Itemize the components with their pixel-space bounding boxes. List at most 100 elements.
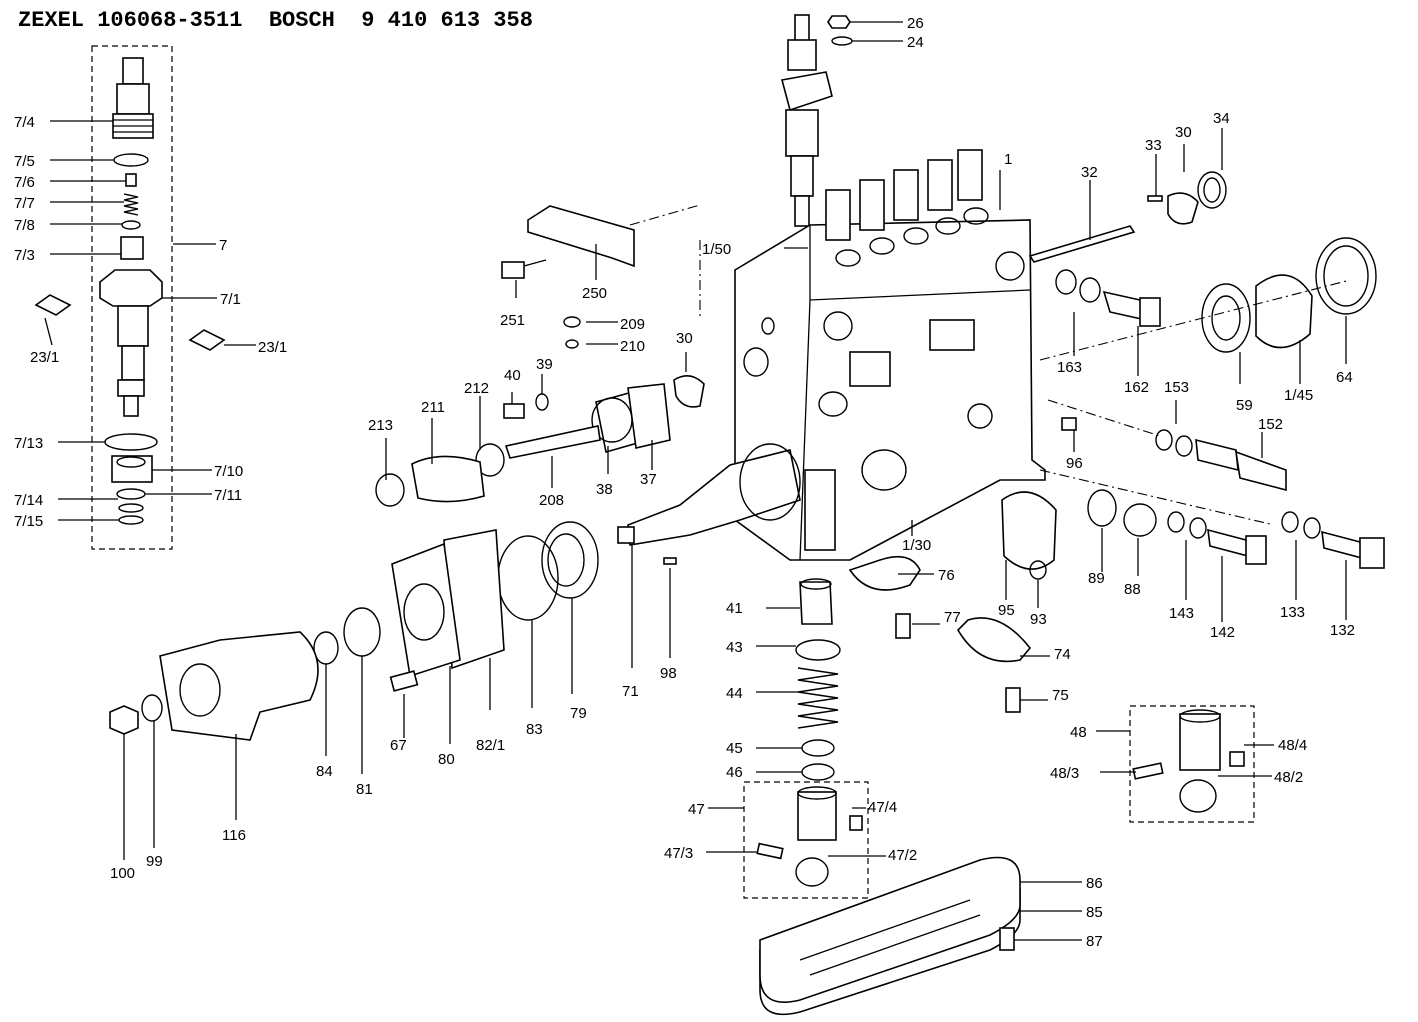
label-30-top: 30 (1175, 124, 1192, 141)
label-100: 100 (110, 865, 135, 882)
label-213: 213 (368, 417, 393, 434)
label-133: 133 (1280, 604, 1305, 621)
label-45: 45 (726, 740, 743, 757)
label-77: 77 (944, 609, 961, 626)
label-87: 87 (1086, 933, 1103, 950)
label-7-7: 7/7 (14, 195, 35, 212)
top-fitting-group (781, 14, 903, 227)
label-7-11: 7/11 (214, 487, 242, 504)
bosch-part-number: 9 410 613 358 (361, 8, 533, 33)
label-88: 88 (1124, 581, 1141, 598)
label-46: 46 (726, 764, 743, 781)
label-116: 116 (222, 827, 246, 844)
label-59: 59 (1236, 397, 1253, 414)
label-48-3: 48/3 (1050, 765, 1079, 782)
label-89: 89 (1088, 570, 1105, 587)
bottom-plates (759, 856, 1082, 1016)
camshaft (617, 443, 801, 546)
right-side-parts (629, 171, 1385, 713)
label-64: 64 (1336, 369, 1353, 386)
label-30-mid: 30 (676, 330, 693, 347)
label-7-5: 7/5 (14, 153, 35, 170)
label-81: 81 (356, 781, 373, 798)
pump-housing (734, 149, 1046, 561)
delivery-valve-group (34, 45, 256, 550)
zexel-part-number: 106068-3511 (97, 8, 243, 33)
label-7-6: 7/6 (14, 174, 35, 191)
zexel-brand: ZEXEL (18, 8, 85, 33)
label-41: 41 (726, 600, 743, 617)
label-39: 39 (536, 356, 553, 373)
label-44: 44 (726, 685, 743, 702)
label-152: 152 (1258, 416, 1283, 433)
label-48: 48 (1070, 724, 1087, 741)
label-47-3: 47/3 (664, 845, 693, 862)
label-163: 163 (1057, 359, 1082, 376)
label-1-30: 1/30 (902, 537, 931, 554)
label-132: 132 (1330, 622, 1355, 639)
label-23-1-right: 23/1 (258, 339, 287, 356)
label-71: 71 (622, 683, 639, 700)
label-143: 143 (1169, 605, 1194, 622)
label-7-1: 7/1 (220, 291, 241, 308)
label-153: 153 (1164, 379, 1189, 396)
label-208: 208 (539, 492, 564, 509)
label-40: 40 (504, 367, 521, 384)
roller-group-48 (1096, 705, 1274, 823)
label-75: 75 (1052, 687, 1069, 704)
label-48-4: 48/4 (1278, 737, 1307, 754)
label-93: 93 (1030, 611, 1047, 628)
label-1-50: 1/50 (702, 241, 731, 258)
label-82-1: 82/1 (476, 737, 505, 754)
label-98: 98 (660, 665, 677, 682)
label-47-4: 47/4 (868, 799, 897, 816)
label-211: 211 (421, 399, 445, 416)
label-7-15: 7/15 (14, 513, 43, 530)
label-7: 7 (219, 237, 227, 254)
bosch-brand: BOSCH (268, 8, 335, 33)
label-83: 83 (526, 721, 543, 738)
label-95: 95 (998, 602, 1015, 619)
label-7-8: 7/8 (14, 217, 35, 234)
label-67: 67 (390, 737, 407, 754)
label-212: 212 (464, 380, 489, 397)
label-32: 32 (1081, 164, 1098, 181)
label-7-13: 7/13 (14, 435, 43, 452)
label-47: 47 (688, 801, 705, 818)
label-7-4: 7/4 (14, 114, 35, 131)
label-99: 99 (146, 853, 163, 870)
label-74: 74 (1054, 646, 1071, 663)
label-23-1-left: 23/1 (30, 349, 59, 366)
label-162: 162 (1124, 379, 1149, 396)
drive-end-parts (109, 205, 705, 860)
label-80: 80 (438, 751, 455, 768)
label-209: 209 (620, 316, 645, 333)
label-26: 26 (907, 15, 924, 32)
label-1: 1 (1004, 151, 1012, 168)
label-33: 33 (1145, 137, 1162, 154)
label-47-2: 47/2 (888, 847, 917, 864)
label-76: 76 (938, 567, 955, 584)
label-1-45: 1/45 (1284, 387, 1313, 404)
labels-main: 26 24 1 32 33 30 34 1/50 250 251 209 210… (110, 15, 1355, 950)
label-7-14: 7/14 (14, 492, 43, 509)
label-43: 43 (726, 639, 743, 656)
label-96: 96 (1066, 455, 1083, 472)
label-142: 142 (1210, 624, 1235, 641)
label-24: 24 (907, 34, 924, 51)
label-34: 34 (1213, 110, 1230, 127)
label-7-3: 7/3 (14, 247, 35, 264)
label-86: 86 (1086, 875, 1103, 892)
labels-left: 7/4 7/5 7/6 7/7 7/8 7/3 7 7/1 23/1 23/1 … (14, 114, 287, 530)
label-7-10: 7/10 (214, 463, 243, 480)
label-37: 37 (640, 471, 657, 488)
label-79: 79 (570, 705, 587, 722)
label-84: 84 (316, 763, 333, 780)
label-210: 210 (620, 338, 645, 355)
label-85: 85 (1086, 904, 1103, 921)
label-250: 250 (582, 285, 607, 302)
label-48-2: 48/2 (1274, 769, 1303, 786)
label-38: 38 (596, 481, 613, 498)
diagram-title: ZEXEL 106068-3511 BOSCH 9 410 613 358 (18, 8, 533, 33)
